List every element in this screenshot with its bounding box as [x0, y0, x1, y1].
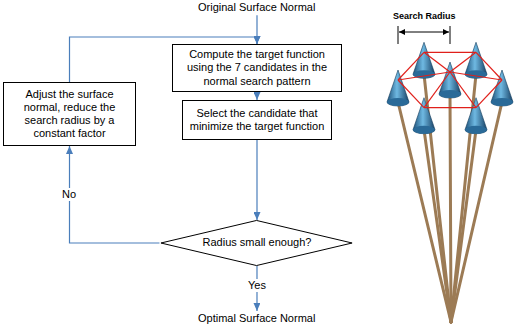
flow-connector [256, 92, 257, 100]
flow-connector [70, 146, 160, 243]
normal-cones [387, 42, 513, 133]
radius-dimension [398, 26, 450, 44]
end-label: Optimal Surface Normal [196, 312, 317, 325]
process-box: Adjust the surface normal, reduce the se… [3, 82, 136, 146]
decision-diamond: Radius small enough? [159, 220, 354, 266]
start-label: Original Surface Normal [196, 1, 317, 14]
dimension-label: Search Radius [391, 11, 458, 22]
decision-text: Radius small enough? [203, 236, 312, 249]
flow-connector [256, 140, 257, 220]
process-box: Select the candidate that minimize the t… [182, 100, 332, 140]
process-text: Adjust the surface normal, reduce the se… [10, 88, 129, 141]
branch-label: Yes [246, 279, 268, 292]
normal-sticks [398, 74, 502, 322]
process-box: Compute the target function using the 7 … [172, 44, 342, 92]
search-pattern-lines [398, 52, 502, 107]
edge-label: No [60, 188, 78, 201]
process-text: Compute the target function using the 7 … [179, 48, 335, 88]
process-text: Select the candidate that minimize the t… [189, 107, 325, 133]
